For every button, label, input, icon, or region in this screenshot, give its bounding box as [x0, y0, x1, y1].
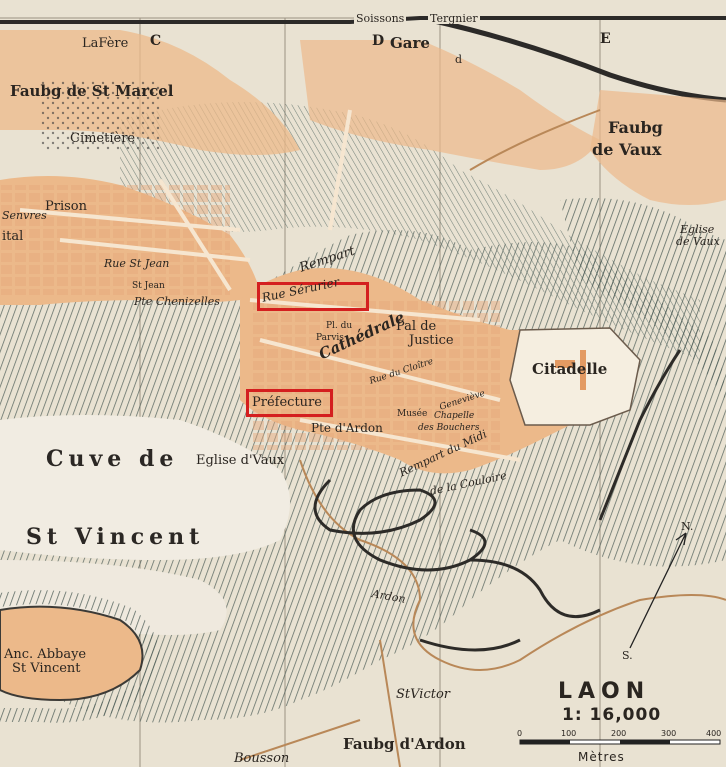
anc-abbaye-label: Anc. Abbaye	[4, 647, 87, 662]
prison-label: Prison	[45, 199, 87, 214]
bousson-label: Bousson	[234, 751, 290, 766]
city-title: LAON	[558, 679, 651, 704]
south-label: S.	[622, 649, 633, 662]
grid-letter-c: C	[150, 33, 162, 49]
st-victor-label: StVictor	[396, 687, 450, 702]
prefecture-label: Préfecture	[252, 395, 322, 410]
musee-label: Musée	[397, 409, 428, 419]
parvis-label: Parvis	[316, 333, 344, 343]
grid-letter-d: D	[372, 33, 385, 49]
citadelle-label: Citadelle	[532, 360, 608, 378]
la-fere-label: LaFère	[82, 36, 129, 51]
bouchers-label: des Bouchers	[418, 423, 480, 433]
scale-unit: Mètres	[578, 750, 625, 764]
gare-label: Gare	[390, 34, 430, 52]
faubourg-ardon-label: Faubg d'Ardon	[343, 735, 466, 753]
de-vaux-label: de Vaux	[592, 140, 662, 159]
rue-st-jean-label: Rue St Jean	[104, 257, 170, 270]
st-jean-label: St Jean	[132, 281, 165, 291]
soissons-label: Soissons	[354, 12, 407, 25]
pl-du-label: Pl. du	[326, 321, 353, 331]
grid-letter-e: E	[600, 31, 611, 47]
scale-tick-400: 400	[706, 729, 722, 738]
eglise-vaux-label: Eglise	[680, 223, 715, 236]
pal-de-label: Pal de	[396, 319, 437, 334]
scale-ratio: 1: 16,000	[562, 705, 662, 725]
pte-ardon-label: Pte d'Ardon	[311, 421, 383, 435]
scale-tick-100: 100	[561, 729, 577, 738]
st-vincent-label: St Vincent	[26, 524, 205, 550]
st-vincent-abbaye-label: St Vincent	[12, 661, 81, 676]
prefecture-highlight[interactable]	[246, 389, 333, 417]
rue-serurier-highlight[interactable]	[257, 282, 369, 311]
chapelle-label: Chapelle	[434, 411, 475, 421]
eglise-vaux-label-3: Eglise d'Vaux	[196, 453, 285, 468]
vitals-label: ital	[2, 229, 24, 244]
north-label: N.	[681, 520, 694, 533]
cuve-de-label: Cuve de	[46, 446, 179, 472]
scale-tick-300: 300	[661, 729, 677, 738]
tergnier-label: Tergnier	[428, 12, 480, 25]
pte-chenizelles-label: Pte Chenizelles	[134, 295, 220, 308]
scale-tick-200: 200	[611, 729, 627, 738]
senvres-label: Senvres	[2, 209, 47, 222]
cimetiere-label: Cimetière	[70, 131, 136, 146]
faubourg-st-marcel-label: Faubg de St Marcel	[10, 82, 174, 100]
gare-d-label: d	[455, 53, 463, 66]
eglise-vaux-label-2: de Vaux	[676, 235, 720, 248]
faubourg-vaux-label: Faubg	[608, 118, 663, 137]
scale-tick-0: 0	[517, 729, 523, 738]
justice-label: Justice	[409, 333, 454, 348]
